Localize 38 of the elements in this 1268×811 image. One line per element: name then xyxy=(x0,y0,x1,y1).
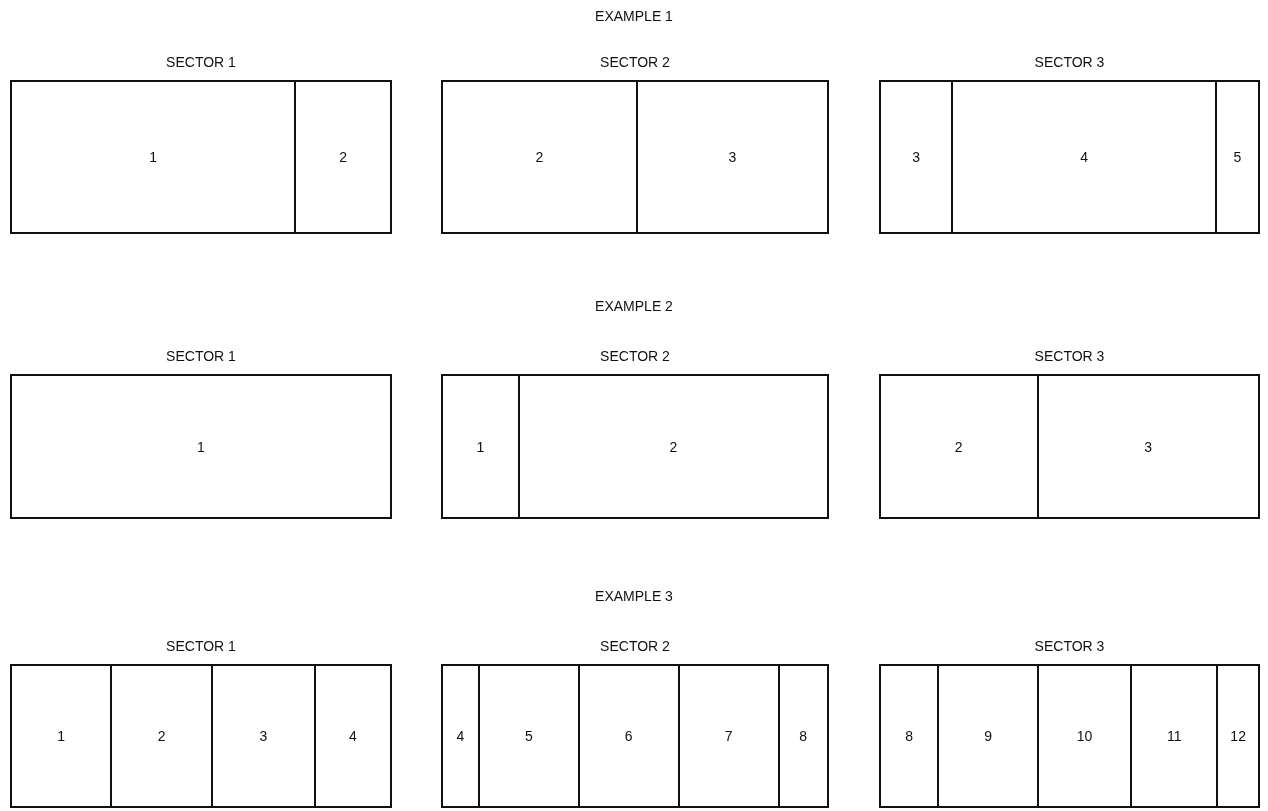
segment-number: 10 xyxy=(1076,728,1093,744)
sector-heading: SECTOR 1 xyxy=(166,638,236,654)
segment-number: 3 xyxy=(259,728,268,744)
segment-number: 1 xyxy=(476,438,485,455)
segment-number: 4 xyxy=(456,728,465,744)
example-title: EXAMPLE 3 xyxy=(595,588,673,604)
segment-number: 7 xyxy=(724,728,733,744)
segment-number: 4 xyxy=(1080,149,1089,165)
sector-heading: SECTOR 3 xyxy=(1034,638,1105,654)
segment-number: 3 xyxy=(912,149,921,165)
sector-heading: SECTOR 1 xyxy=(166,54,236,70)
segment-number: 2 xyxy=(157,728,166,744)
example-title: EXAMPLE 2 xyxy=(595,298,673,314)
segment-number: 5 xyxy=(524,728,533,744)
segment-number: 1 xyxy=(57,728,66,744)
segment-number: 2 xyxy=(669,438,678,455)
segment-number: 1 xyxy=(197,438,205,455)
segment-number: 2 xyxy=(535,149,544,165)
segment-number: 1 xyxy=(149,149,158,165)
sector-heading: SECTOR 2 xyxy=(600,638,670,654)
segment-number: 4 xyxy=(349,728,357,744)
segment-number: 9 xyxy=(984,728,992,744)
segment-number: 11 xyxy=(1166,728,1182,744)
segment-number: 12 xyxy=(1230,728,1246,744)
sector-heading: SECTOR 3 xyxy=(1034,54,1105,70)
sector-heading: SECTOR 2 xyxy=(600,54,670,70)
segment-number: 8 xyxy=(799,728,808,744)
segment-number: 5 xyxy=(1233,149,1242,165)
segment-number: 8 xyxy=(905,728,913,744)
sector-heading: SECTOR 1 xyxy=(166,348,236,364)
segment-number: 6 xyxy=(624,728,633,744)
segment-number: 3 xyxy=(1144,438,1153,455)
segment-number: 2 xyxy=(339,149,348,165)
example-title: EXAMPLE 1 xyxy=(595,8,673,24)
segment-number: 3 xyxy=(728,149,737,165)
sector-heading: SECTOR 2 xyxy=(600,348,670,364)
sector-heading: SECTOR 3 xyxy=(1034,348,1105,364)
segment-number: 2 xyxy=(954,438,963,455)
